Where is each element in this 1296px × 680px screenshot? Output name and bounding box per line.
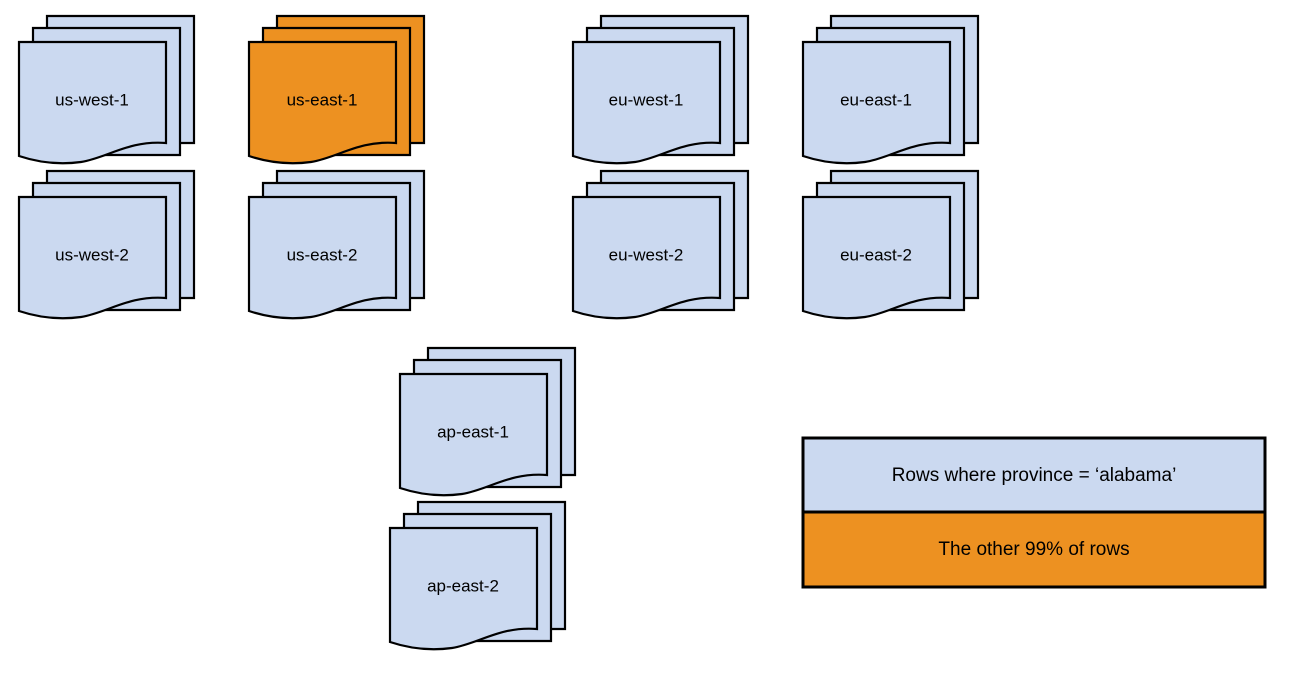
stack-label: ap-east-1 bbox=[437, 422, 509, 441]
legend-row-other: The other 99% of rows bbox=[801, 510, 1267, 589]
stack-eu-east-2[interactable]: eu-east-2 bbox=[801, 169, 980, 320]
doc-front-sheet bbox=[247, 195, 398, 320]
doc-front-sheet bbox=[17, 40, 168, 165]
stack-label: eu-east-2 bbox=[840, 245, 912, 264]
doc-front-sheet bbox=[17, 195, 168, 320]
doc-front-sheet bbox=[801, 195, 952, 320]
stack-label: us-west-2 bbox=[55, 245, 129, 264]
stack-label: eu-east-1 bbox=[840, 90, 912, 109]
stack-eu-west-1[interactable]: eu-west-1 bbox=[571, 14, 750, 165]
legend-swatch-other bbox=[801, 510, 1267, 589]
stack-label: eu-west-2 bbox=[609, 245, 684, 264]
stack-ap-east-2[interactable]: ap-east-2 bbox=[388, 500, 567, 651]
doc-front-sheet bbox=[571, 40, 722, 165]
legend-row-alabama: Rows where province = ‘alabama’ bbox=[801, 436, 1267, 514]
legend-label-alabama: Rows where province = ‘alabama’ bbox=[892, 465, 1177, 486]
stack-us-east-1[interactable]: us-east-1 bbox=[247, 14, 426, 165]
stack-eu-west-2[interactable]: eu-west-2 bbox=[571, 169, 750, 320]
doc-front-sheet bbox=[388, 526, 539, 651]
legend: Rows where province = ‘alabama’ The othe… bbox=[801, 436, 1267, 589]
stack-label: us-east-1 bbox=[287, 90, 358, 109]
stack-us-west-2[interactable]: us-west-2 bbox=[17, 169, 196, 320]
doc-front-sheet bbox=[247, 40, 398, 165]
stack-label: us-east-2 bbox=[287, 245, 358, 264]
doc-front-sheet bbox=[571, 195, 722, 320]
stack-label: eu-west-1 bbox=[609, 90, 684, 109]
stack-us-west-1[interactable]: us-west-1 bbox=[17, 14, 196, 165]
stack-us-east-2[interactable]: us-east-2 bbox=[247, 169, 426, 320]
legend-label-other: The other 99% of rows bbox=[938, 539, 1129, 560]
stack-label: us-west-1 bbox=[55, 90, 129, 109]
stack-label: ap-east-2 bbox=[427, 576, 499, 595]
doc-front-sheet bbox=[398, 372, 549, 497]
doc-front-sheet bbox=[801, 40, 952, 165]
stack-ap-east-1[interactable]: ap-east-1 bbox=[398, 346, 577, 497]
stack-eu-east-1[interactable]: eu-east-1 bbox=[801, 14, 980, 165]
